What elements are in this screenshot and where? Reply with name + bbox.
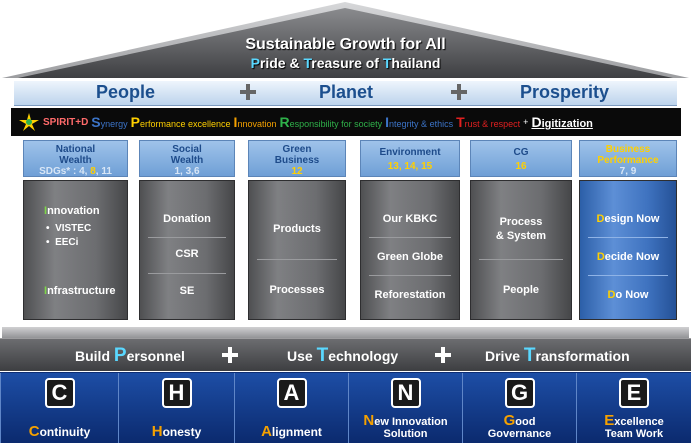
divider (369, 237, 451, 238)
pillar-environment: Our KBKC Green Globe Reforestation (360, 180, 460, 320)
plus-icon (222, 347, 238, 363)
spirit-value-responsibility: Responsibility for society (279, 114, 383, 130)
roof (2, 2, 689, 78)
spirit-value-performance: Performance excellence (130, 114, 231, 130)
spirit-value-synergy: Synergy (91, 114, 128, 130)
letter-c-icon: C (44, 378, 75, 408)
pillar-item-system: & System (495, 230, 547, 242)
pillar-item-design-now: Design Now (596, 213, 660, 225)
plus-icon (435, 347, 451, 363)
pillar-item-process: Process (499, 216, 543, 228)
divider (257, 259, 337, 260)
pillar-cap-cg: CG 16 (470, 140, 572, 177)
pillar-item-csr: CSR (175, 248, 199, 260)
diagram-subtitle: Pride & Treasure of Thailand (250, 55, 441, 71)
divider (479, 259, 563, 260)
spirit-value-integrity: Integrity & ethics (385, 114, 454, 130)
diagram-title: Sustainable Growth for All (245, 36, 446, 53)
spirit-star-icon (19, 113, 39, 131)
plus-icon (451, 84, 467, 100)
ppp-people: People (96, 82, 156, 102)
pillar-item-eeci: • EECi (46, 237, 79, 248)
spirit-value-digitization: Digitization (531, 114, 593, 130)
pillar-item-our-kbkc: Our KBKC (382, 213, 438, 225)
ppp-prosperity: Prosperity (520, 82, 610, 102)
pillar-item-vistec: • VISTEC (46, 223, 92, 234)
pillar-item-do-now: Do Now (607, 289, 649, 301)
base-item-personnel: Build Personnel (75, 345, 185, 366)
pillar-cg: Process & System People (470, 180, 572, 320)
pillar-item-se: SE (179, 285, 195, 297)
divider (369, 275, 451, 276)
pillar-national-wealth: Innovation • VISTEC • EECi Infrastructur… (23, 180, 128, 320)
pillar-item-green-globe: Green Globe (376, 251, 444, 263)
divider (588, 237, 668, 238)
pillar-item-reforestation: Reforestation (374, 289, 446, 301)
pillar-item-products: Products (273, 223, 321, 235)
base-item-transformation: Drive Transformation (485, 345, 630, 366)
pillar-item-infrastructure: Infrastructure (44, 285, 116, 297)
pillar-item-donation: Donation (163, 213, 211, 225)
divider (588, 275, 668, 276)
spirit-logo: SPIRIT+D (43, 116, 89, 128)
divider (148, 273, 226, 274)
pillar-item-people: People (502, 284, 540, 296)
plus-icon (240, 84, 256, 100)
pillar-item-innovation: Innovation (44, 205, 100, 217)
spirit-values-bar: SPIRIT+D Synergy Performance excellence … (11, 108, 681, 136)
letter-g-icon: G (504, 378, 535, 408)
value-honesty: H Honesty (118, 373, 234, 443)
pillar-social-wealth: Donation CSR SE (139, 180, 235, 320)
spirit-value-innovation: Innovation (233, 114, 277, 130)
value-continuity: C Continuity (0, 373, 118, 443)
spirit-plus: + (523, 117, 529, 127)
ppp-planet: Planet (319, 82, 374, 102)
letter-h-icon: H (161, 378, 192, 408)
base-step (2, 326, 689, 339)
letter-n-icon: N (390, 378, 421, 408)
pillar-cap-environment: Environment 13, 14, 15 (360, 140, 460, 177)
pillar-business-performance: Design Now Decide Now Do Now (579, 180, 677, 320)
letter-a-icon: A (276, 378, 307, 408)
base-bar: Build Personnel Use Technology Drive Tra… (0, 338, 691, 371)
base-item-technology: Use Technology (287, 345, 399, 366)
pillar-item-decide-now: Decide Now (596, 251, 660, 263)
pillar-green-business: Products Processes (248, 180, 346, 320)
value-alignment: A Alignment (234, 373, 348, 443)
pillar-item-processes: Processes (269, 284, 325, 296)
ppp-bar: People Planet Prosperity (14, 80, 677, 106)
letter-e-icon: E (619, 378, 649, 408)
divider (148, 237, 226, 238)
spirit-value-trust: Trust & respect (456, 114, 521, 130)
